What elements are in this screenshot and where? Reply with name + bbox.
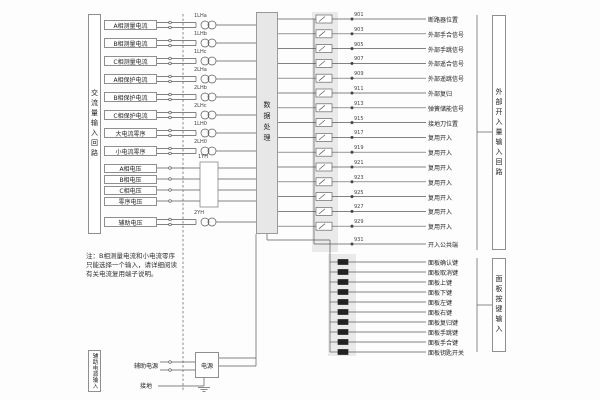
terminal-number: 907: [354, 56, 364, 63]
ac-input-label: A相电压: [104, 163, 157, 173]
vt-code: 1YH: [198, 154, 208, 160]
note-text: 注：B相测量电流和小电流零序只能选择一个输入，请详细阅读有关电流复用端子说明。: [86, 252, 177, 278]
ac-input-label: B相保护电流: [104, 92, 157, 102]
external-input-label: 复用开入: [428, 209, 453, 217]
external-input-label: 外部复归: [428, 91, 453, 98]
ac-input-label: 辅助电压: [104, 217, 157, 227]
terminal-number: 903: [354, 26, 364, 33]
terminal-number: 925: [354, 189, 364, 196]
external-input-label: 复用开入: [428, 179, 453, 187]
ac-input-label: 零序电压: [104, 196, 157, 206]
power-box: 电源: [195, 352, 219, 378]
terminal-number: 901: [354, 12, 364, 18]
ct-code: 2LH0: [194, 139, 207, 145]
terminal-number: 919: [354, 145, 364, 152]
ground-label: 接地: [140, 383, 153, 390]
external-input-label: 复用开入: [428, 135, 453, 143]
panel-key-label: 面板上键: [428, 280, 453, 287]
terminal-number: 915: [354, 115, 364, 122]
panel-key-label: 面板右键: [428, 310, 453, 317]
ac-input-label: A相保护电流: [104, 74, 157, 84]
ct-code: 1LHc: [194, 49, 207, 55]
terminal-number: 929: [354, 219, 364, 226]
data-processing-box: 数据处理: [256, 12, 278, 234]
panel-key-label: 面板复归键: [428, 320, 459, 327]
external-input-label: 接地刀位置: [428, 120, 459, 128]
ac-input-label: 小电流零序: [104, 146, 157, 156]
terminal-number: 905: [354, 41, 364, 48]
panel-key-label: 面板钥匙开关: [428, 350, 465, 357]
ac-input-label: B相测量电流: [104, 38, 157, 48]
panel-key-label: 面板确认键: [428, 260, 459, 267]
ct-code: 2LHc: [194, 103, 207, 109]
external-input-label: 外部遥合信号: [428, 61, 465, 69]
panel-key-label: 面板左键: [428, 300, 453, 307]
group-power-input: 辅助电源输入: [88, 350, 101, 392]
ac-input-label: C相测量电流: [104, 56, 157, 66]
group-external-input-label: 外部开入量输入回路: [495, 87, 503, 178]
power-box-label: 电源: [200, 362, 213, 370]
ct-code: 1LH0: [194, 121, 207, 127]
external-input-label: 外部遥跳信号: [428, 76, 465, 84]
ac-input-label: A相测量电流: [104, 20, 157, 30]
panel-key-label: 面板取消键: [428, 270, 459, 277]
external-input-label: 复用开入: [428, 165, 453, 172]
group-external-input: 外部开入量输入回路: [492, 15, 506, 250]
panel-key-label: 面板下键: [428, 290, 453, 297]
ct-code: 1LHa: [194, 13, 207, 19]
group-power-input-label: 辅助电源输入: [91, 353, 98, 389]
ct-code: 1LHb: [194, 31, 207, 37]
data-processing-label: 数据处理: [263, 101, 271, 145]
terminal-number: 913: [354, 100, 364, 107]
external-input-label: 外部手跳信号: [428, 46, 465, 54]
terminal-number: 917: [354, 130, 364, 137]
external-input-common-label: 开入公共端: [428, 242, 459, 249]
group-panel-keys-label: 面板按键输入: [495, 275, 503, 335]
terminal-number: 921: [354, 160, 364, 166]
ac-input-label: B相电压: [104, 174, 157, 184]
ac-input-label: 大电流零序: [104, 128, 157, 138]
terminal-number: 909: [354, 71, 364, 78]
ct-code: 2YH: [194, 210, 204, 216]
panel-key-label: 面板手合键: [428, 340, 459, 347]
external-input-label: 复用开入: [428, 150, 453, 158]
group-ac-input-label: 交流量输入回路: [90, 89, 99, 159]
external-input-label: 外部手合信号: [428, 31, 465, 39]
ct-code: 2LHa: [194, 67, 207, 73]
group-ac-input: 交流量输入回路: [88, 14, 101, 234]
external-input-label: 复用开入: [428, 224, 453, 232]
ct-code: 2LHb: [194, 85, 207, 91]
external-input-label: 断路器位置: [428, 17, 459, 24]
terminal-number: 923: [354, 174, 364, 181]
external-input-label: 复用开入: [428, 194, 453, 202]
terminal-number: 927: [354, 204, 364, 211]
ac-input-label: C相电压: [104, 185, 157, 195]
aux-power-label: 辅助电源: [134, 363, 159, 370]
external-input-label: 弹簧储能信号: [428, 105, 465, 113]
terminal-number: 911: [354, 86, 364, 92]
ac-input-label: C相保护电流: [104, 110, 157, 120]
panel-key-label: 面板手跳键: [428, 330, 459, 337]
terminal-number: 931: [354, 237, 364, 243]
group-panel-keys: 面板按键输入: [492, 258, 506, 352]
